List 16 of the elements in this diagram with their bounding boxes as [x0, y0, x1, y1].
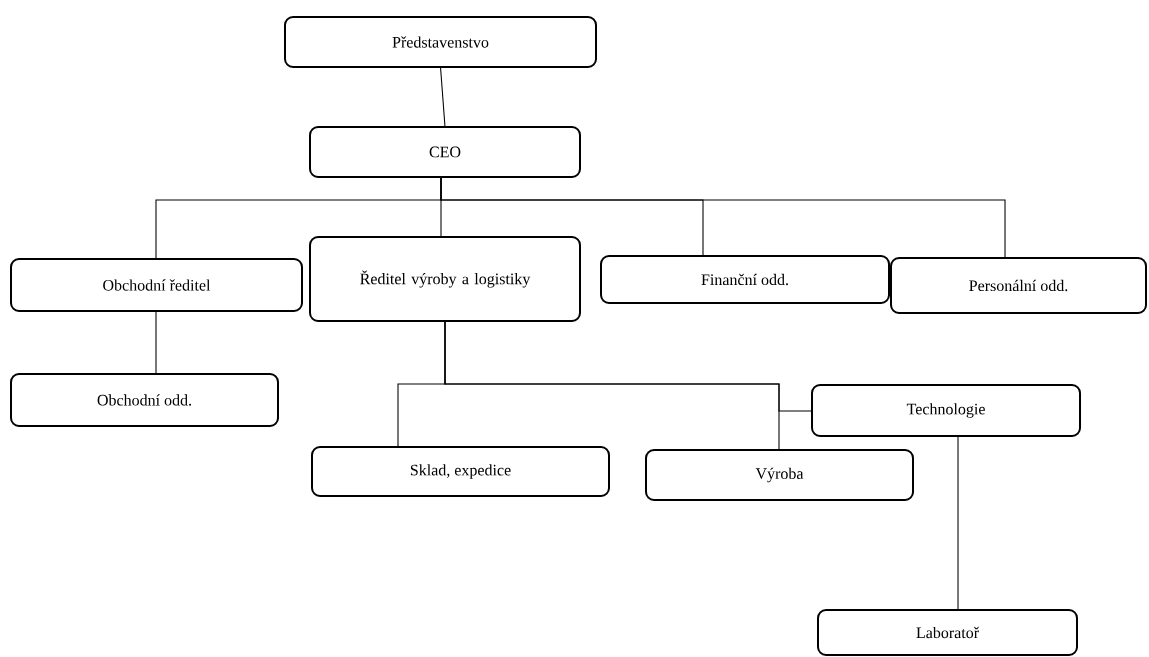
org-box: Představenstvo: [284, 16, 597, 68]
org-box: Obchodní ředitel: [10, 258, 303, 312]
org-box: Laboratoř: [817, 609, 1078, 656]
org-box: CEO: [309, 126, 581, 178]
org-box: Finanční odd.: [600, 255, 890, 304]
org-box: Sklad, expedice: [311, 446, 610, 497]
org-box: Personální odd.: [890, 257, 1147, 314]
connector-line: [439, 66, 446, 128]
connector-line: [440, 176, 1006, 259]
org-box: Technologie: [811, 384, 1081, 437]
connector-line: [957, 435, 959, 611]
org-box: Ředitel výroby a logistiky: [309, 236, 581, 322]
org-box: Výroba: [645, 449, 914, 501]
connector-line: [155, 310, 157, 375]
connector-line: [444, 320, 813, 412]
org-box: Obchodní odd.: [10, 373, 279, 427]
